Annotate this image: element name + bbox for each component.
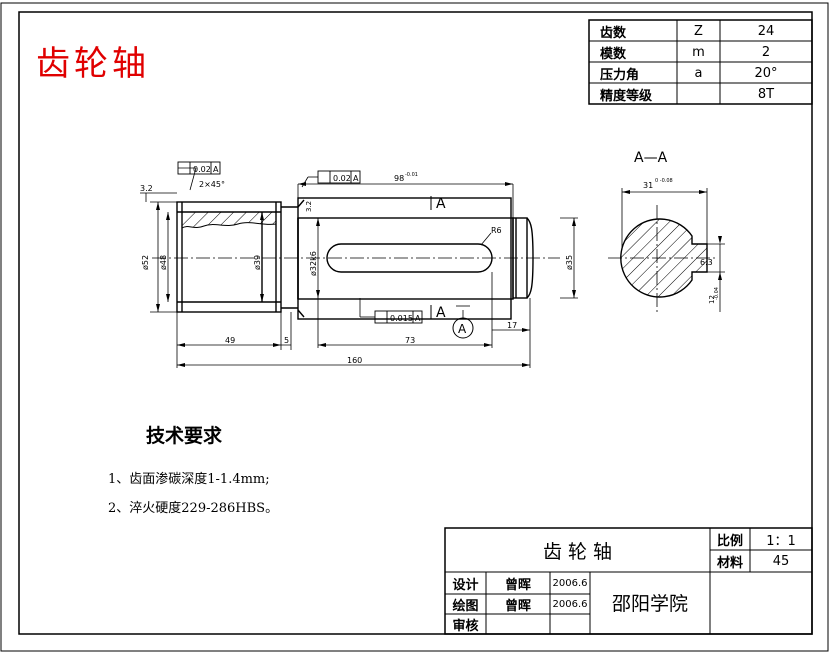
material-label: 材料 [716, 555, 743, 571]
person-name: 曾晖 [504, 577, 531, 593]
part-name: 齿 轮 轴 [542, 540, 613, 563]
shaft-body [281, 197, 534, 320]
dim-dia-35: ø35 [565, 255, 574, 270]
dim-49: 49 [225, 336, 235, 345]
dim-5: 5 [284, 336, 289, 345]
section-title: A—A [634, 150, 668, 166]
param-symbol: Z [694, 23, 703, 39]
dim-98-tol: -0.01 [405, 172, 418, 178]
role-label: 审核 [452, 618, 479, 634]
keyway-width-tol: -0.04 [714, 287, 720, 300]
tol-key-value: 0.015 [390, 314, 413, 323]
keyway-width: 6.3 [700, 258, 713, 267]
dim-dia-48: ø48 [159, 255, 168, 270]
tech-requirement-item: 2、淬火硬度229-286HBS。 [108, 501, 279, 516]
param-name: 压力角 [600, 67, 640, 83]
keyway-width-label: 12 [708, 295, 716, 304]
roughness-label-2: 3.2 [305, 201, 313, 212]
roughness-label: 3.2 [140, 184, 153, 193]
date-value [550, 614, 590, 634]
tol-shaft-value: 0.02 [333, 174, 351, 183]
dim-17: 17 [507, 321, 517, 330]
material-value: 45 [772, 553, 790, 569]
person-name [486, 614, 550, 634]
param-value: 8T [757, 86, 775, 102]
keyway-depth: 31 [643, 181, 653, 190]
param-value: 20° [754, 65, 778, 81]
datum-circle-label: A [458, 322, 467, 336]
param-symbol: a [694, 65, 703, 81]
scale-value: 1：1 [766, 533, 796, 549]
tech-requirements-heading: 技术要求 [146, 425, 223, 447]
role-label: 设计 [452, 577, 479, 593]
gear-section-hatch [181, 211, 277, 229]
keyway-depth-tol: 0 -0.08 [655, 178, 673, 184]
dim-dia-52: ø52 [141, 255, 150, 270]
tol-key-datum: A [415, 314, 421, 323]
scale-label: 比例 [716, 533, 743, 549]
dim-dia-32: ø32k6 [309, 251, 318, 276]
school-name: 邵阳学院 [611, 592, 688, 615]
param-value: 24 [757, 23, 775, 39]
tolerance-frames [177, 161, 423, 324]
dimension-arrows [156, 182, 722, 367]
person-name: 曾晖 [504, 598, 531, 614]
inner-border [18, 11, 813, 635]
keyway-slot [326, 243, 493, 273]
param-name: 齿数 [600, 25, 627, 41]
dim-160: 160 [347, 356, 362, 365]
section-mark-bottom: A [436, 305, 446, 321]
section-view [620, 188, 725, 312]
dimension-lines [140, 167, 578, 368]
tol-shaft-datum: A [353, 174, 359, 183]
datum-circle [452, 317, 474, 339]
drawing-title: 齿轮轴 [36, 44, 150, 84]
dim-98: 98 [394, 174, 404, 183]
tol-gear-datum: A [213, 165, 219, 174]
param-name: 模数 [600, 46, 627, 62]
dim-dia-39: ø39 [253, 255, 262, 270]
radius-label: R6 [491, 226, 502, 235]
param-value: 2 [761, 44, 771, 60]
role-label: 绘图 [452, 598, 479, 614]
date-value: 2006.6 [552, 598, 588, 610]
param-symbol: m [692, 44, 705, 60]
tol-gear-value: 0.02 [193, 165, 211, 174]
tech-requirement-item: 1、齿面渗碳深度1-1.4mm; [108, 472, 270, 487]
dim-73: 73 [405, 336, 415, 345]
chamfer-label: 2×45° [199, 180, 225, 189]
date-value: 2006.6 [552, 577, 588, 589]
param-name: 精度等级 [600, 88, 653, 104]
section-mark-top: A [436, 196, 446, 212]
params-table-grid [588, 19, 813, 105]
